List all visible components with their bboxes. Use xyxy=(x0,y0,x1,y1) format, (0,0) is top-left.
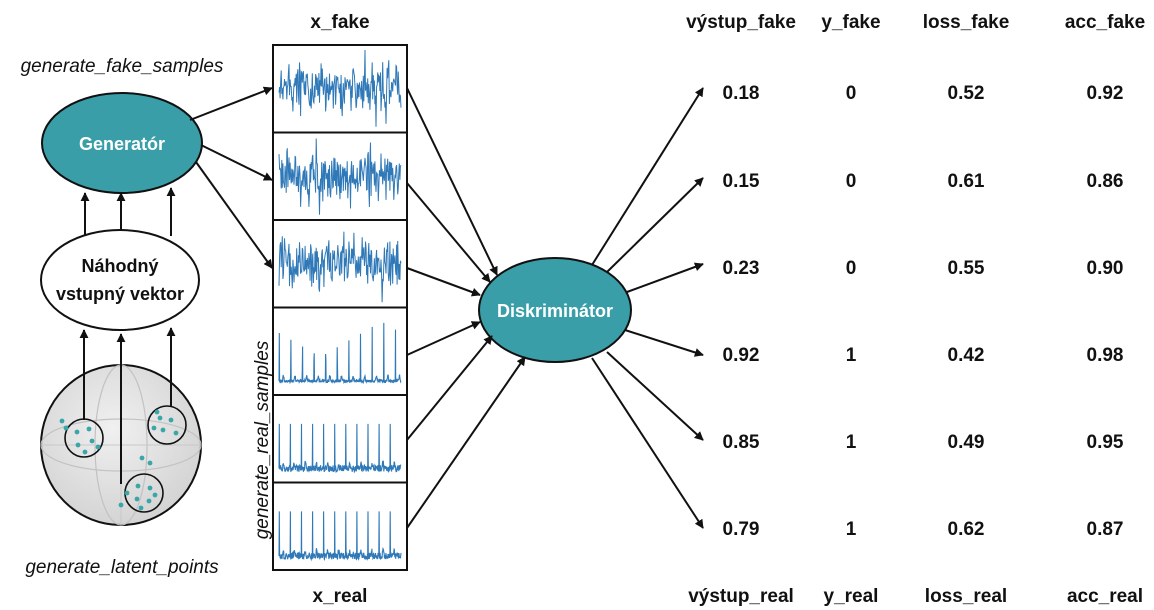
real-signal-trace xyxy=(278,322,402,385)
fake-signal-trace xyxy=(278,231,402,303)
cell-y: 0 xyxy=(846,171,857,192)
cell-loss: 0.52 xyxy=(948,83,985,104)
cell-vystup: 0.92 xyxy=(723,345,760,366)
generator-node: Generatór xyxy=(41,92,203,194)
cell-acc: 0.86 xyxy=(1087,171,1124,192)
results-table: 0.18 0 0.52 0.92 0.15 0 0.61 0.86 0.23 0… xyxy=(723,83,1124,540)
cell-acc: 0.90 xyxy=(1087,258,1124,279)
discriminator-to-output-arrows xyxy=(591,87,704,529)
generate-real-samples-label: generate_real_samples xyxy=(252,340,273,539)
cell-vystup: 0.15 xyxy=(723,171,760,192)
table-header-top: výstup_fake y_fake loss_fake acc_fake xyxy=(686,12,1145,33)
table-row: 0.92 1 0.42 0.98 xyxy=(723,345,1124,366)
discriminator-node: Diskriminátor xyxy=(478,257,632,363)
cell-y: 0 xyxy=(846,83,857,104)
x-fake-label: x_fake xyxy=(310,12,369,33)
cell-acc: 0.87 xyxy=(1087,519,1124,540)
header-y-real: y_real xyxy=(824,586,879,607)
cell-vystup: 0.85 xyxy=(723,432,760,453)
cell-vystup: 0.18 xyxy=(723,83,760,104)
x-real-label: x_real xyxy=(313,586,368,607)
cell-y: 1 xyxy=(846,432,857,453)
cell-loss: 0.42 xyxy=(948,345,985,366)
table-row: 0.18 0 0.52 0.92 xyxy=(723,83,1124,104)
header-loss-real: loss_real xyxy=(925,586,1007,607)
samples-to-discriminator-arrows xyxy=(406,87,526,529)
generate-fake-samples-label: generate_fake_samples xyxy=(21,56,224,77)
cell-loss: 0.61 xyxy=(948,171,985,192)
real-signal-trace xyxy=(278,511,402,562)
random-vector-label-line1: Náhodný xyxy=(81,256,158,276)
header-acc-fake: acc_fake xyxy=(1065,12,1145,33)
table-header-bottom: výstup_real y_real loss_real acc_real xyxy=(688,586,1143,607)
cell-y: 0 xyxy=(846,258,857,279)
cell-loss: 0.49 xyxy=(948,432,985,453)
generator-label: Generatór xyxy=(79,134,165,154)
random-vector-label-line2: vstupný vektor xyxy=(56,284,184,304)
cell-loss: 0.62 xyxy=(948,519,985,540)
fake-sample-panel xyxy=(272,44,408,134)
fake-signal-trace xyxy=(278,138,402,215)
header-loss-fake: loss_fake xyxy=(923,12,1010,33)
header-y-fake: y_fake xyxy=(821,12,880,33)
cell-vystup: 0.23 xyxy=(723,258,760,279)
vector-to-generator-arrows xyxy=(80,187,176,236)
cell-acc: 0.95 xyxy=(1087,432,1124,453)
cell-acc: 0.98 xyxy=(1087,345,1124,366)
real-sample-panel xyxy=(272,394,408,484)
header-vystup-real: výstup_real xyxy=(688,586,794,607)
cell-vystup: 0.79 xyxy=(723,519,760,540)
table-row: 0.23 0 0.55 0.90 xyxy=(723,258,1124,279)
header-vystup-fake: výstup_fake xyxy=(686,12,796,33)
cell-loss: 0.55 xyxy=(948,258,985,279)
real-signal-trace xyxy=(278,423,402,474)
fake-signal-trace xyxy=(278,49,402,127)
sample-column xyxy=(272,44,408,571)
fake-sample-panel xyxy=(272,131,408,221)
real-sample-panel xyxy=(272,306,408,396)
table-row: 0.15 0 0.61 0.86 xyxy=(723,171,1124,192)
cell-acc: 0.92 xyxy=(1087,83,1124,104)
real-sample-panel xyxy=(272,481,408,571)
latent-to-vector-arrows xyxy=(79,327,176,484)
generator-to-samples-arrows xyxy=(189,86,273,269)
cell-y: 1 xyxy=(846,345,857,366)
discriminator-label: Diskriminátor xyxy=(497,301,613,321)
generate-latent-points-label: generate_latent_points xyxy=(25,557,219,578)
fake-sample-panel xyxy=(272,219,408,309)
table-row: 0.79 1 0.62 0.87 xyxy=(723,519,1124,540)
header-acc-real: acc_real xyxy=(1067,586,1143,607)
random-vector-node: Náhodný vstupný vektor xyxy=(40,229,200,331)
table-row: 0.85 1 0.49 0.95 xyxy=(723,432,1124,453)
cell-y: 1 xyxy=(846,519,857,540)
